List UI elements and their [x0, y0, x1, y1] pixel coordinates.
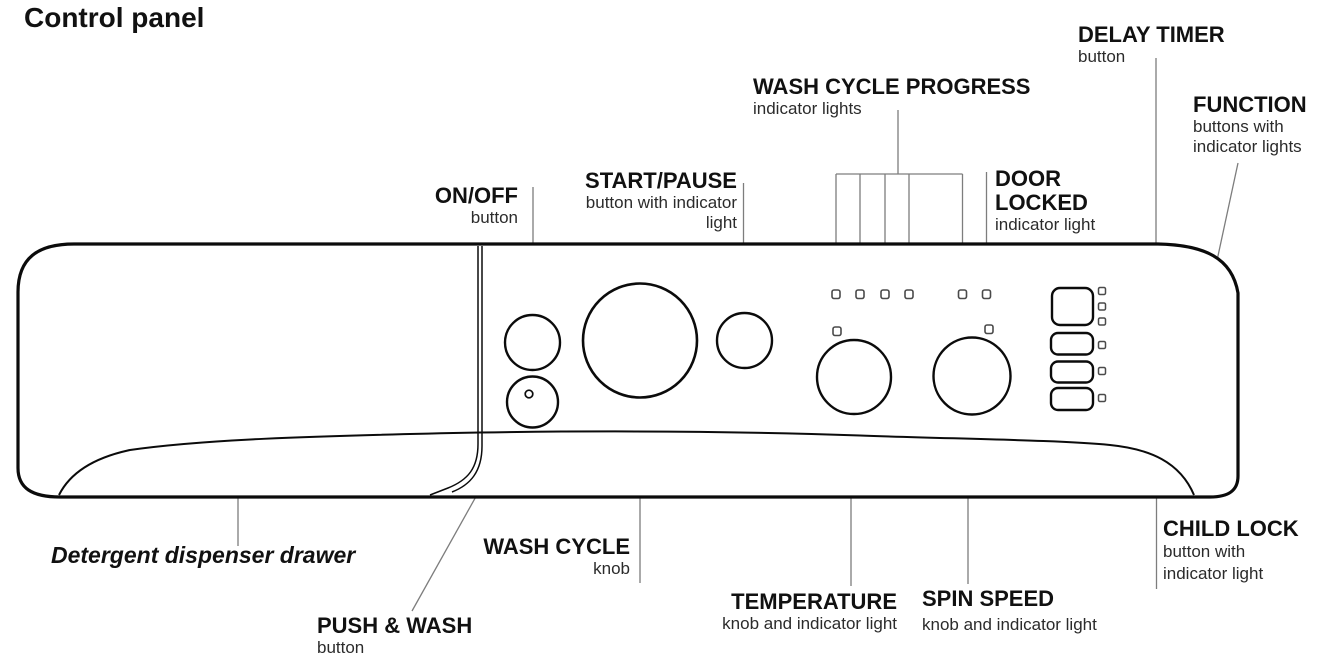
- wash-cycle-progress-sublabel: indicator lights: [753, 99, 862, 118]
- on-off-sublabel: button: [470, 208, 518, 227]
- delay-timer-light-1: [1097, 286, 1107, 296]
- callout-wash-cycle-progress: WASH CYCLE PROGRESS indicator lights: [753, 75, 1030, 119]
- function-button-lights: [1097, 286, 1107, 403]
- wash-cycle-progress-label: WASH CYCLE PROGRESS: [753, 74, 1031, 99]
- function-button-2: [1049, 360, 1095, 384]
- temperature-sublabel: knob and indicator light: [722, 614, 897, 633]
- push-wash-button: [505, 375, 560, 429]
- wash-cycle-progress-leader: [835, 110, 964, 290]
- detergent-drawer-divider: [429, 246, 483, 496]
- page-title: Control panel: [24, 2, 205, 33]
- door-locked-indicator-light: [981, 289, 992, 300]
- callout-push-wash: PUSH & WASH button: [317, 614, 472, 658]
- delay-timer-light-2: [1097, 302, 1107, 311]
- wash-cycle-progress-light-1: [831, 289, 841, 300]
- wash-cycle-progress-light-2: [855, 289, 865, 300]
- wash-cycle-knob: [581, 282, 699, 399]
- spin-speed-sublabel: knob and indicator light: [922, 615, 1097, 634]
- door-locked-sublabel: indicator light: [995, 215, 1096, 234]
- function-light-1: [1097, 340, 1107, 350]
- function-sublabel-1: buttons with: [1193, 117, 1284, 136]
- function-light-2: [1097, 366, 1107, 376]
- callout-detergent-drawer: Detergent dispenser drawer: [51, 543, 355, 567]
- function-sublabel-2: indicator lights: [1193, 137, 1302, 156]
- callout-on-off: ON/OFF button: [318, 184, 518, 228]
- delay-timer-light-3: [1097, 317, 1107, 326]
- child-lock-label: CHILD LOCK: [1163, 516, 1299, 541]
- callout-spin-speed: SPIN SPEED knob and indicator light: [922, 587, 1097, 635]
- callout-door-locked: DOOR LOCKED indicator light: [995, 167, 1095, 235]
- wash-cycle-progress-light-4: [904, 289, 914, 300]
- door-locked-label-2: LOCKED: [995, 190, 1088, 215]
- callout-delay-timer: DELAY TIMER button: [1078, 23, 1225, 67]
- delay-timer-label: DELAY TIMER: [1078, 22, 1225, 47]
- push-wash-label: PUSH & WASH: [317, 613, 473, 638]
- start-pause-sublabel-2: light: [705, 213, 737, 232]
- child-lock-sublabel-2: indicator light: [1163, 564, 1264, 583]
- child-lock-sublabel-1: button with: [1163, 542, 1246, 561]
- temperature-knob: [815, 338, 893, 416]
- wash-cycle-progress-light-3: [880, 289, 890, 300]
- child-lock-light: [1097, 393, 1107, 403]
- detergent-drawer-label: Detergent dispenser drawer: [51, 542, 356, 568]
- callout-child-lock: CHILD LOCK button with indicator light: [1163, 517, 1299, 585]
- wash-cycle-progress-light-5: [957, 289, 968, 300]
- callout-start-pause: START/PAUSE button with indicator light: [487, 169, 737, 233]
- temperature-indicator-light: [832, 326, 842, 337]
- panel-fascia-curve: [58, 430, 1195, 496]
- start-pause-sublabel-1: button with indicator: [585, 193, 737, 212]
- callout-temperature: TEMPERATURE knob and indicator light: [647, 590, 897, 634]
- spin-speed-label: SPIN SPEED: [922, 586, 1055, 611]
- function-buttons: [1049, 286, 1095, 412]
- delay-timer-button: [1050, 286, 1095, 327]
- push-wash-sublabel: button: [317, 638, 365, 657]
- indicator-lights-row: [831, 289, 994, 337]
- function-button-1: [1049, 331, 1095, 356]
- push-wash-indicator-light: [524, 389, 534, 399]
- callout-wash-cycle: WASH CYCLE knob: [430, 535, 630, 579]
- on-off-label: ON/OFF: [434, 183, 518, 208]
- start-pause-button: [715, 311, 774, 370]
- wash-cycle-sublabel: knob: [593, 559, 630, 578]
- callout-function: FUNCTION buttons with indicator lights: [1193, 93, 1307, 157]
- temperature-label: TEMPERATURE: [731, 589, 897, 614]
- start-pause-label: START/PAUSE: [585, 168, 737, 193]
- delay-timer-sublabel: button: [1078, 47, 1126, 66]
- function-label: FUNCTION: [1193, 92, 1307, 117]
- wash-cycle-label: WASH CYCLE: [483, 534, 630, 559]
- on-off-button: [503, 313, 562, 372]
- child-lock-button: [1049, 386, 1095, 412]
- door-locked-label-1: DOOR: [995, 166, 1061, 191]
- spin-speed-indicator-light: [984, 324, 994, 335]
- spin-speed-knob: [932, 336, 1012, 416]
